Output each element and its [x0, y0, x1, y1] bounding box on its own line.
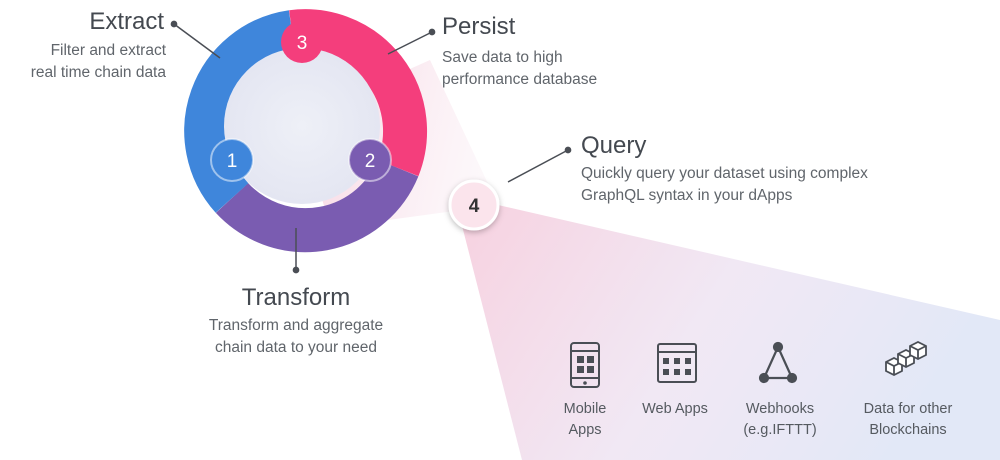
transform-title: Transform: [241, 284, 351, 311]
ring-segment-transform: [215, 159, 419, 253]
query-desc-line1: Quickly query your dataset using complex: [581, 165, 868, 182]
app-webhooks-line1: Webhooks: [745, 401, 815, 417]
ring-center: [224, 48, 380, 204]
app-label-webhooks: Webhooks (e.g.IFTTT): [735, 399, 825, 441]
badge-query-number: 4: [469, 196, 480, 217]
app-web-line1: Web Apps: [642, 401, 708, 417]
app-mobile-line2: Apps: [568, 422, 602, 438]
transform-desc-line1: Transform and aggregate: [208, 317, 384, 334]
badge-transform-number: 2: [365, 151, 376, 172]
query-description: Quickly query your dataset using complex…: [581, 163, 868, 207]
badge-transform: 2: [348, 138, 392, 182]
app-mobile-line1: Mobile: [563, 401, 607, 417]
transform-desc-line2: chain data to your need: [214, 339, 377, 356]
extract-title: Extract: [89, 8, 164, 35]
persist-description: Save data to high performance database: [442, 47, 597, 91]
badge-extract-number: 1: [227, 151, 238, 172]
blockchain-icon: [885, 340, 927, 377]
mobile-icon: [570, 342, 600, 388]
badge-extract: 1: [210, 138, 254, 182]
badge-persist: 3: [281, 21, 323, 63]
ring-segment-persist: [289, 9, 427, 177]
query-desc-line2: GraphQL syntax in your dApps: [581, 187, 793, 204]
persist-desc-line2: performance database: [442, 71, 598, 88]
app-blockchains-line1: Data for other: [863, 401, 953, 417]
extract-description: Filter and extract real time chain data: [31, 40, 166, 84]
app-webhooks-line2: (e.g.IFTTT): [743, 422, 817, 438]
app-label-blockchains: Data for other Blockchains: [848, 399, 968, 441]
web-app-icon: [657, 343, 697, 383]
app-blockchains-line2: Blockchains: [869, 422, 947, 438]
badge-persist-number: 3: [297, 33, 308, 54]
query-beam-background: [458, 205, 1000, 460]
leader-persist: [387, 31, 433, 55]
app-label-mobile: Mobile Apps: [545, 399, 625, 441]
badge-query: 4: [448, 179, 500, 231]
persist-desc-line1: Save data to high: [442, 49, 563, 66]
transform-description: Transform and aggregate chain data to yo…: [176, 315, 416, 359]
extract-desc-line1: Filter and extract: [50, 42, 166, 59]
app-label-web: Web Apps: [630, 399, 720, 420]
leader-extract: [173, 23, 221, 59]
query-title: Query: [581, 132, 647, 159]
extract-desc-line2: real time chain data: [30, 64, 166, 81]
persist-title: Persist: [442, 13, 516, 40]
leader-query: [507, 149, 569, 183]
webhook-icon: [758, 341, 798, 384]
